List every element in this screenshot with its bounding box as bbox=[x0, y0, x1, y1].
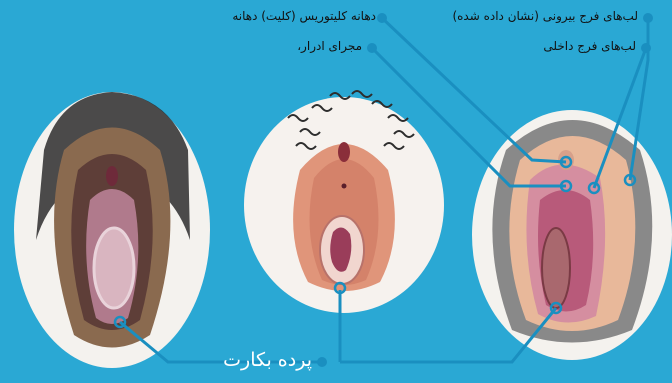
middle-illustration bbox=[244, 91, 444, 313]
right-illustration bbox=[472, 110, 672, 360]
left-clitoris bbox=[106, 166, 118, 186]
label-clitoral-hood: دهانه کلیتوریس (کلیت) دهانه bbox=[232, 9, 376, 23]
label-labia-majora: لب‌های فرج بیرونی (نشان داده شده) bbox=[452, 9, 638, 23]
right-hymen-shape bbox=[542, 228, 570, 308]
middle-clitoris bbox=[338, 142, 350, 162]
marker-labia-minora-label bbox=[641, 43, 651, 53]
label-urethra: مجرای ادرار، bbox=[297, 39, 362, 53]
marker-clitoral-hood-label bbox=[377, 13, 387, 23]
left-hymen-shape bbox=[94, 228, 134, 308]
marker-urethra-label bbox=[367, 43, 377, 53]
middle-urethra-dot bbox=[342, 184, 347, 189]
label-hymen: پرده بکارت bbox=[223, 349, 312, 371]
label-labia-minora: لب‌های فرج داخلی bbox=[543, 39, 636, 53]
left-illustration bbox=[14, 92, 210, 368]
marker-labia-majora-label bbox=[643, 13, 653, 23]
marker-hymen-label bbox=[317, 357, 327, 367]
